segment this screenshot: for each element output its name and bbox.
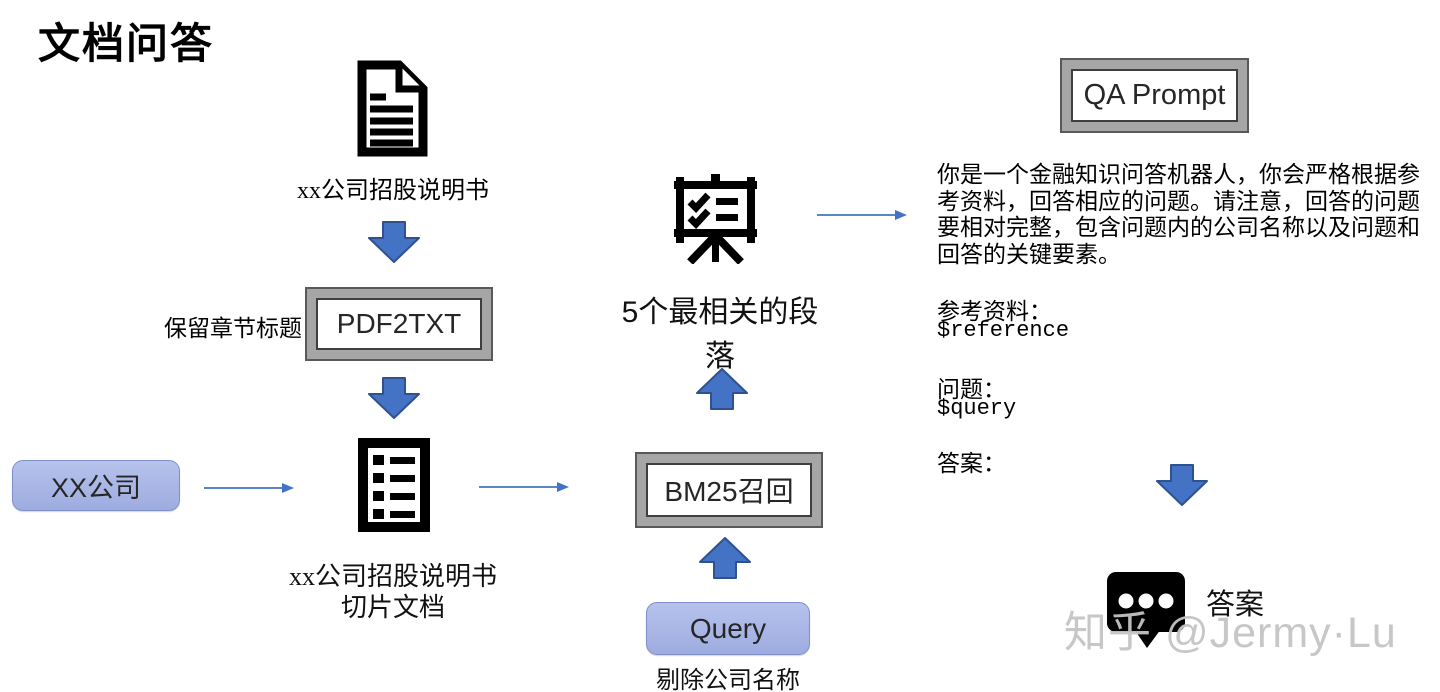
- company-label: XX公司: [50, 473, 142, 503]
- pdf2txt-box: PDF2TXT: [305, 287, 493, 361]
- qa-prompt-label: QA Prompt: [1071, 69, 1238, 122]
- bm25-label: BM25召回: [646, 463, 812, 517]
- keep-titles-note: 保留章节标题: [164, 316, 302, 341]
- right-arrow-icon: [816, 207, 908, 223]
- page-title: 文档问答: [38, 20, 215, 67]
- down-arrow-icon: [364, 221, 424, 263]
- answer-label: 答案: [1206, 589, 1265, 621]
- right-arrow-icon: [203, 480, 295, 496]
- chat-bubble-icon: [1106, 571, 1186, 649]
- up-arrow-icon: [695, 537, 755, 579]
- sliced-doc-label: xx公司招股说明书 切片文档: [288, 562, 497, 622]
- company-box: XX公司: [12, 460, 180, 511]
- prompt-reference-label: 参考资料：: [937, 299, 1052, 324]
- remove-company-note: 剔除公司名称: [656, 668, 800, 692]
- list-icon: [357, 438, 431, 532]
- query-box: Query: [646, 602, 810, 655]
- prompt-reference-var: $reference: [937, 318, 1070, 343]
- document-icon: [355, 60, 429, 158]
- qa-prompt-box: QA Prompt: [1060, 58, 1249, 133]
- top-passages-label: 5个最相关的段落: [621, 296, 819, 373]
- prompt-question-var: $query: [937, 396, 1017, 421]
- prompt-question-label: 问题：: [937, 377, 1006, 402]
- right-arrow-icon: [478, 479, 570, 495]
- bm25-box: BM25召回: [635, 452, 823, 528]
- down-arrow-icon: [1152, 464, 1212, 506]
- prompt-body: 你是一个金融知识问答机器人，你会严格根据参 考资料，回答相应的问题。请注意，回答…: [937, 162, 1420, 267]
- watermark: 知乎 @Jermy·Lu: [1064, 609, 1397, 657]
- up-arrow-icon: [692, 368, 752, 410]
- pdf2txt-label: PDF2TXT: [316, 298, 482, 350]
- presentation-board-icon: [668, 174, 763, 264]
- source-doc-label: xx公司招股说明书: [297, 178, 489, 204]
- down-arrow-icon: [364, 377, 424, 419]
- prompt-answer-label: 答案：: [937, 451, 1006, 476]
- query-label: Query: [689, 612, 767, 644]
